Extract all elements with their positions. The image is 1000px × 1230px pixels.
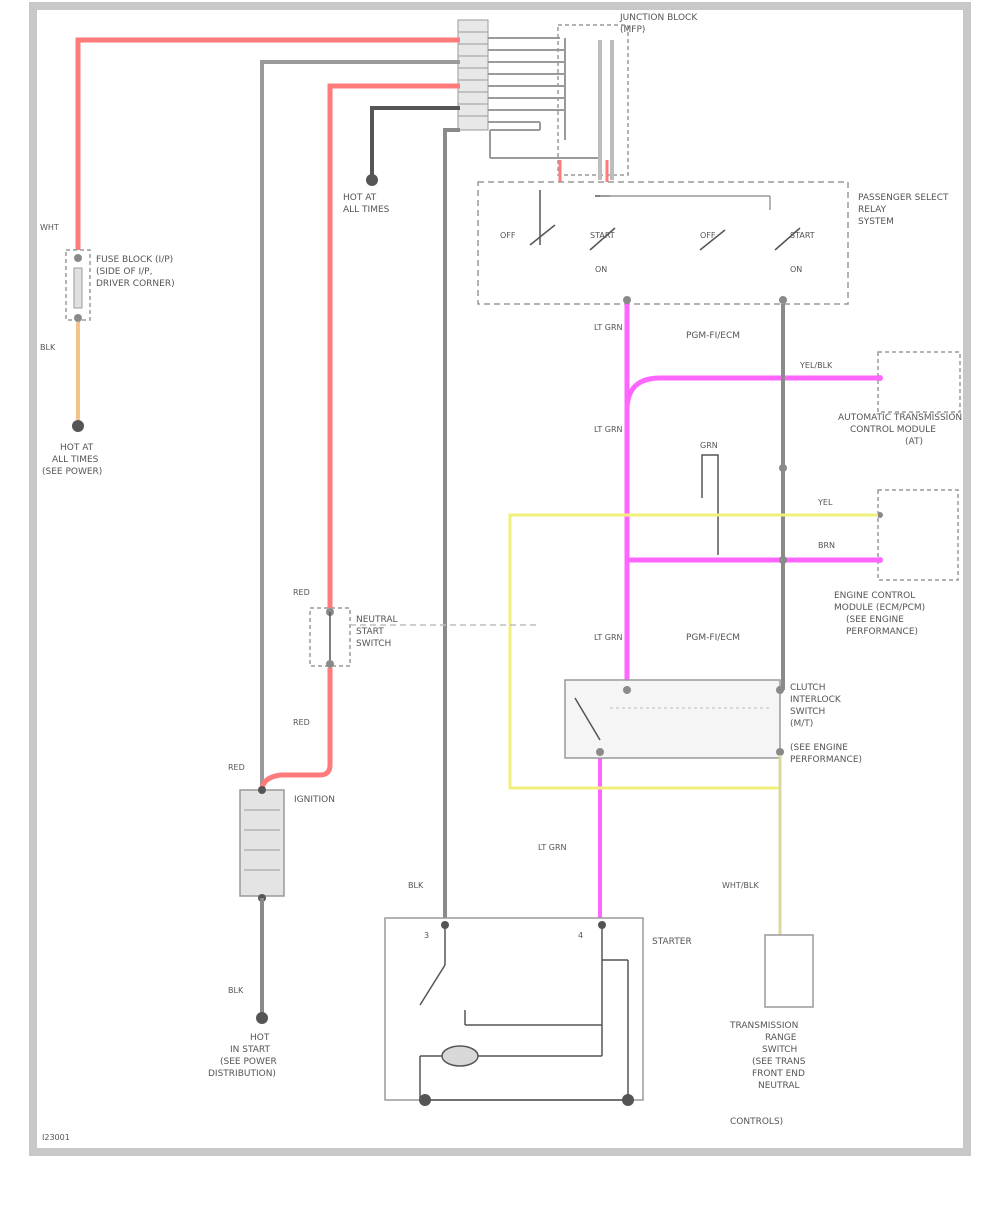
neutral-switch-label-2: START	[356, 627, 384, 637]
hot-at-all-times-label-3: (SEE POWER)	[42, 467, 102, 477]
wire-code-red-low: RED	[228, 763, 245, 772]
at-control-label-1: AUTOMATIC TRANSMISSION	[838, 413, 962, 423]
clutch-label-1: CLUTCH	[790, 683, 825, 693]
at-control-label-3: (AT)	[905, 437, 923, 447]
wire-pink-branch-top	[624, 375, 878, 411]
wire-code-grn: GRN	[700, 441, 718, 450]
wire-code-ltgrn-3: LT GRN	[594, 633, 623, 642]
trs-label-2: RANGE	[765, 1033, 797, 1043]
switch-label-off-right: OFF	[700, 231, 716, 240]
clutch-label-2: INTERLOCK	[790, 695, 842, 705]
wire-dark-to-ground	[370, 106, 460, 176]
neutral-switch-label-1: NEUTRAL	[356, 615, 398, 625]
ecm-label-4: PERFORMANCE)	[846, 627, 918, 637]
wire-code-blk-ign: BLK	[228, 986, 244, 995]
ignition-switch	[239, 786, 285, 902]
hot-in-start-label-3: (SEE POWER	[220, 1057, 277, 1067]
wire-red-mid	[327, 83, 460, 610]
pin-label-starter-right: 4	[578, 931, 583, 940]
wire-code-ltgrn-2: LT GRN	[594, 425, 623, 434]
hot-in-start-label-2: IN START	[230, 1045, 271, 1055]
hot-in-start-terminal	[256, 1012, 268, 1024]
clutch-interlock-switch	[564, 679, 784, 759]
wire-gray-junction-to-starter	[443, 128, 460, 925]
junction-bus-lines	[488, 24, 629, 180]
hot-at-all-times-label-1: HOT AT	[60, 443, 94, 453]
engine-control-module	[877, 489, 959, 581]
fuse-block-label-1: FUSE BLOCK (I/P)	[96, 255, 173, 265]
wire-code-wht-top: WHT	[40, 223, 59, 232]
fuse-block-label-3: DRIVER CORNER)	[96, 279, 175, 289]
hot-in-start-label-4: DISTRIBUTION)	[208, 1069, 276, 1079]
ground-terminal	[366, 174, 378, 186]
passenger-relay-label-1: PASSENGER SELECT	[858, 193, 949, 203]
passenger-relay-label-3: SYSTEM	[858, 217, 894, 227]
wire-gray-to-ignition	[260, 60, 460, 790]
wire-code-blk-top: BLK	[40, 343, 56, 352]
passenger-relay-box	[477, 181, 849, 305]
pgm-fi-label-top: PGM-FI/ECM	[686, 331, 740, 341]
wire-code-brn: BRN	[818, 541, 835, 550]
top-connector-stack	[457, 19, 489, 131]
ecm-label-3: (SEE ENGINE	[846, 615, 904, 625]
junction-block-label-2: (MFP)	[620, 25, 645, 35]
fuse-block-label-2: (SIDE OF I/P,	[96, 267, 152, 277]
clutch-label-5: (SEE ENGINE	[790, 743, 848, 753]
ecm-label-1: ENGINE CONTROL	[834, 591, 915, 601]
passenger-relay-label-2: RELAY	[858, 205, 887, 215]
clutch-label-4: (M/T)	[790, 719, 813, 729]
hot-at-all-times-label-2: ALL TIMES	[52, 455, 99, 465]
wire-code-ltgrn-1: LT GRN	[594, 323, 623, 332]
junction-dot-gray-2	[779, 556, 787, 564]
neutral-start-switch	[309, 607, 540, 668]
wire-red-low	[259, 668, 333, 791]
switch-label-start-right: START	[790, 231, 815, 240]
hot-in-start-label-1: HOT	[250, 1033, 270, 1043]
junction-block-label-1: JUNCTION BLOCK	[619, 13, 698, 23]
at-control-label-2: CONTROL MODULE	[850, 425, 936, 435]
pgm-fi-label-bottom: PGM-FI/ECM	[686, 633, 740, 643]
wire-code-yel-blk: YEL/BLK	[799, 361, 833, 370]
figure-id: I23001	[42, 1133, 70, 1142]
hot-at-all-times-terminal	[72, 420, 84, 432]
trs-label-3: SWITCH	[762, 1045, 797, 1055]
wire-code-blk-start: BLK	[408, 881, 424, 890]
neutral-switch-label-3: SWITCH	[356, 639, 391, 649]
starter-label: STARTER	[652, 937, 692, 947]
pin-label-starter-left: 3	[424, 931, 429, 940]
trs-label-4: (SEE TRANS	[752, 1057, 806, 1067]
trs-label-6: NEUTRAL	[758, 1081, 800, 1091]
starter-relay-box	[384, 917, 644, 1106]
switch-label-on-right: ON	[790, 265, 802, 274]
switch-label-off-left: OFF	[500, 231, 516, 240]
trs-label-7: CONTROLS)	[730, 1117, 783, 1127]
trs-label-1: TRANSMISSION	[729, 1021, 798, 1031]
wire-code-ltgrn-4: LT GRN	[538, 843, 567, 852]
wire-code-yel: YEL	[817, 498, 833, 507]
switch-label-on-left: ON	[595, 265, 607, 274]
trs-label-5: FRONT END	[752, 1069, 805, 1079]
ecm-label-2: MODULE (ECM/PCM)	[834, 603, 925, 613]
wire-code-red-top: RED	[293, 588, 310, 597]
switch-label-start-left: START	[590, 231, 615, 240]
ground-label-1: HOT AT	[343, 193, 377, 203]
wire-code-wht-blk: WHT/BLK	[722, 881, 759, 890]
wire-yellow-loop	[508, 513, 878, 790]
ground-label-2: ALL TIMES	[343, 205, 390, 215]
fuse-block	[65, 249, 91, 322]
outer-frame	[29, 2, 971, 1156]
wire-code-red-mid: RED	[293, 718, 310, 727]
wire-grn-bracket	[701, 454, 719, 555]
junction-dot-gray-1	[779, 464, 787, 472]
transmission-range-switch	[764, 934, 814, 1008]
at-control-module	[877, 351, 961, 413]
wire-red-top	[75, 37, 460, 252]
clutch-label-3: SWITCH	[790, 707, 825, 717]
ignition-label: IGNITION	[294, 795, 335, 805]
clutch-label-6: PERFORMANCE)	[790, 755, 862, 765]
